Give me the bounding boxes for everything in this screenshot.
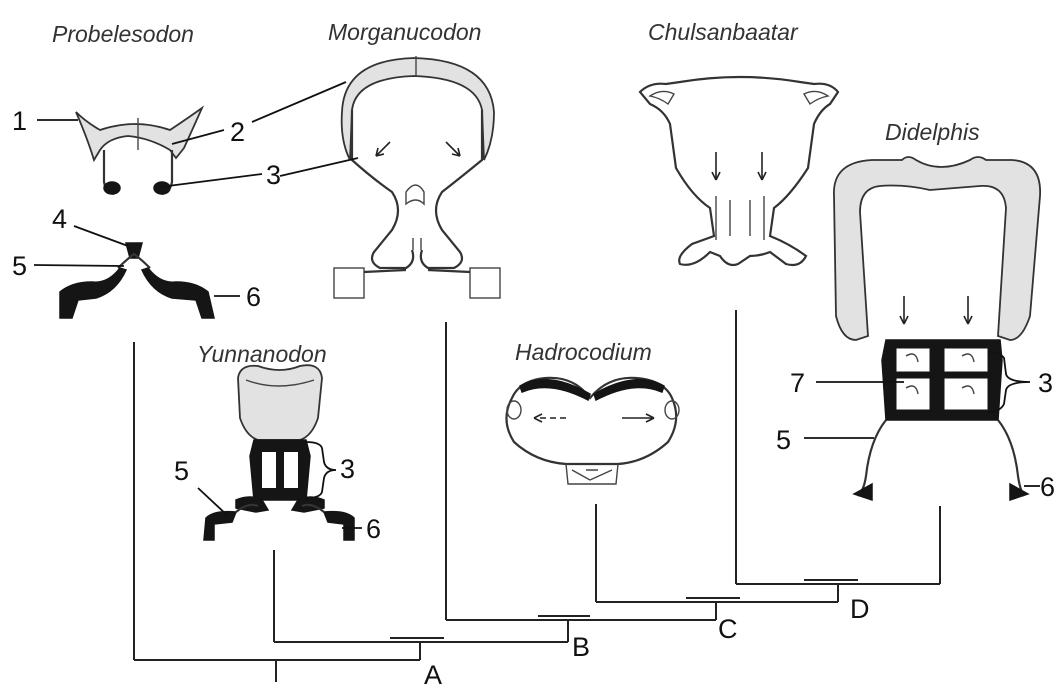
didelphis-label-6: 6	[1040, 472, 1055, 502]
node-label-d: D	[850, 594, 870, 624]
probelesodon-label-2: 2	[230, 117, 245, 147]
taxon-title-chulsanbaatar: Chulsanbaatar	[648, 19, 799, 45]
probelesodon-basicranium	[60, 243, 214, 318]
yunnanodon-label-3: 3	[340, 454, 355, 484]
probelesodon-label-1: 1	[12, 106, 27, 136]
didelphis-label-7: 7	[790, 368, 805, 398]
morganucodon-skull	[334, 56, 500, 298]
yunnanodon-label-5: 5	[174, 456, 189, 486]
probelesodon-label-5: 5	[12, 251, 27, 281]
node-label-b: B	[572, 632, 590, 662]
taxon-title-morganucodon: Morganucodon	[328, 19, 481, 45]
didelphis-label-3: 3	[1038, 368, 1053, 398]
taxon-title-didelphis: Didelphis	[885, 119, 980, 145]
taxon-title-probelesodon: Probelesodon	[52, 21, 194, 47]
hadrocodium-skull	[506, 378, 679, 484]
yunnanodon-label-6: 6	[366, 514, 381, 544]
didelphis-label-5: 5	[776, 425, 791, 455]
chulsanbaatar-skull	[640, 77, 838, 265]
didelphis-skull	[834, 157, 1040, 500]
node-label-a: A	[424, 660, 442, 684]
probelesodon-label-3: 3	[266, 160, 281, 190]
taxon-title-hadrocodium: Hadrocodium	[515, 339, 652, 365]
probelesodon-skull	[76, 108, 202, 194]
taxon-title-yunnanodon: Yunnanodon	[197, 341, 327, 367]
probelesodon-label-6: 6	[246, 282, 261, 312]
node-label-c: C	[718, 614, 738, 644]
probelesodon-label-4: 4	[52, 204, 67, 234]
